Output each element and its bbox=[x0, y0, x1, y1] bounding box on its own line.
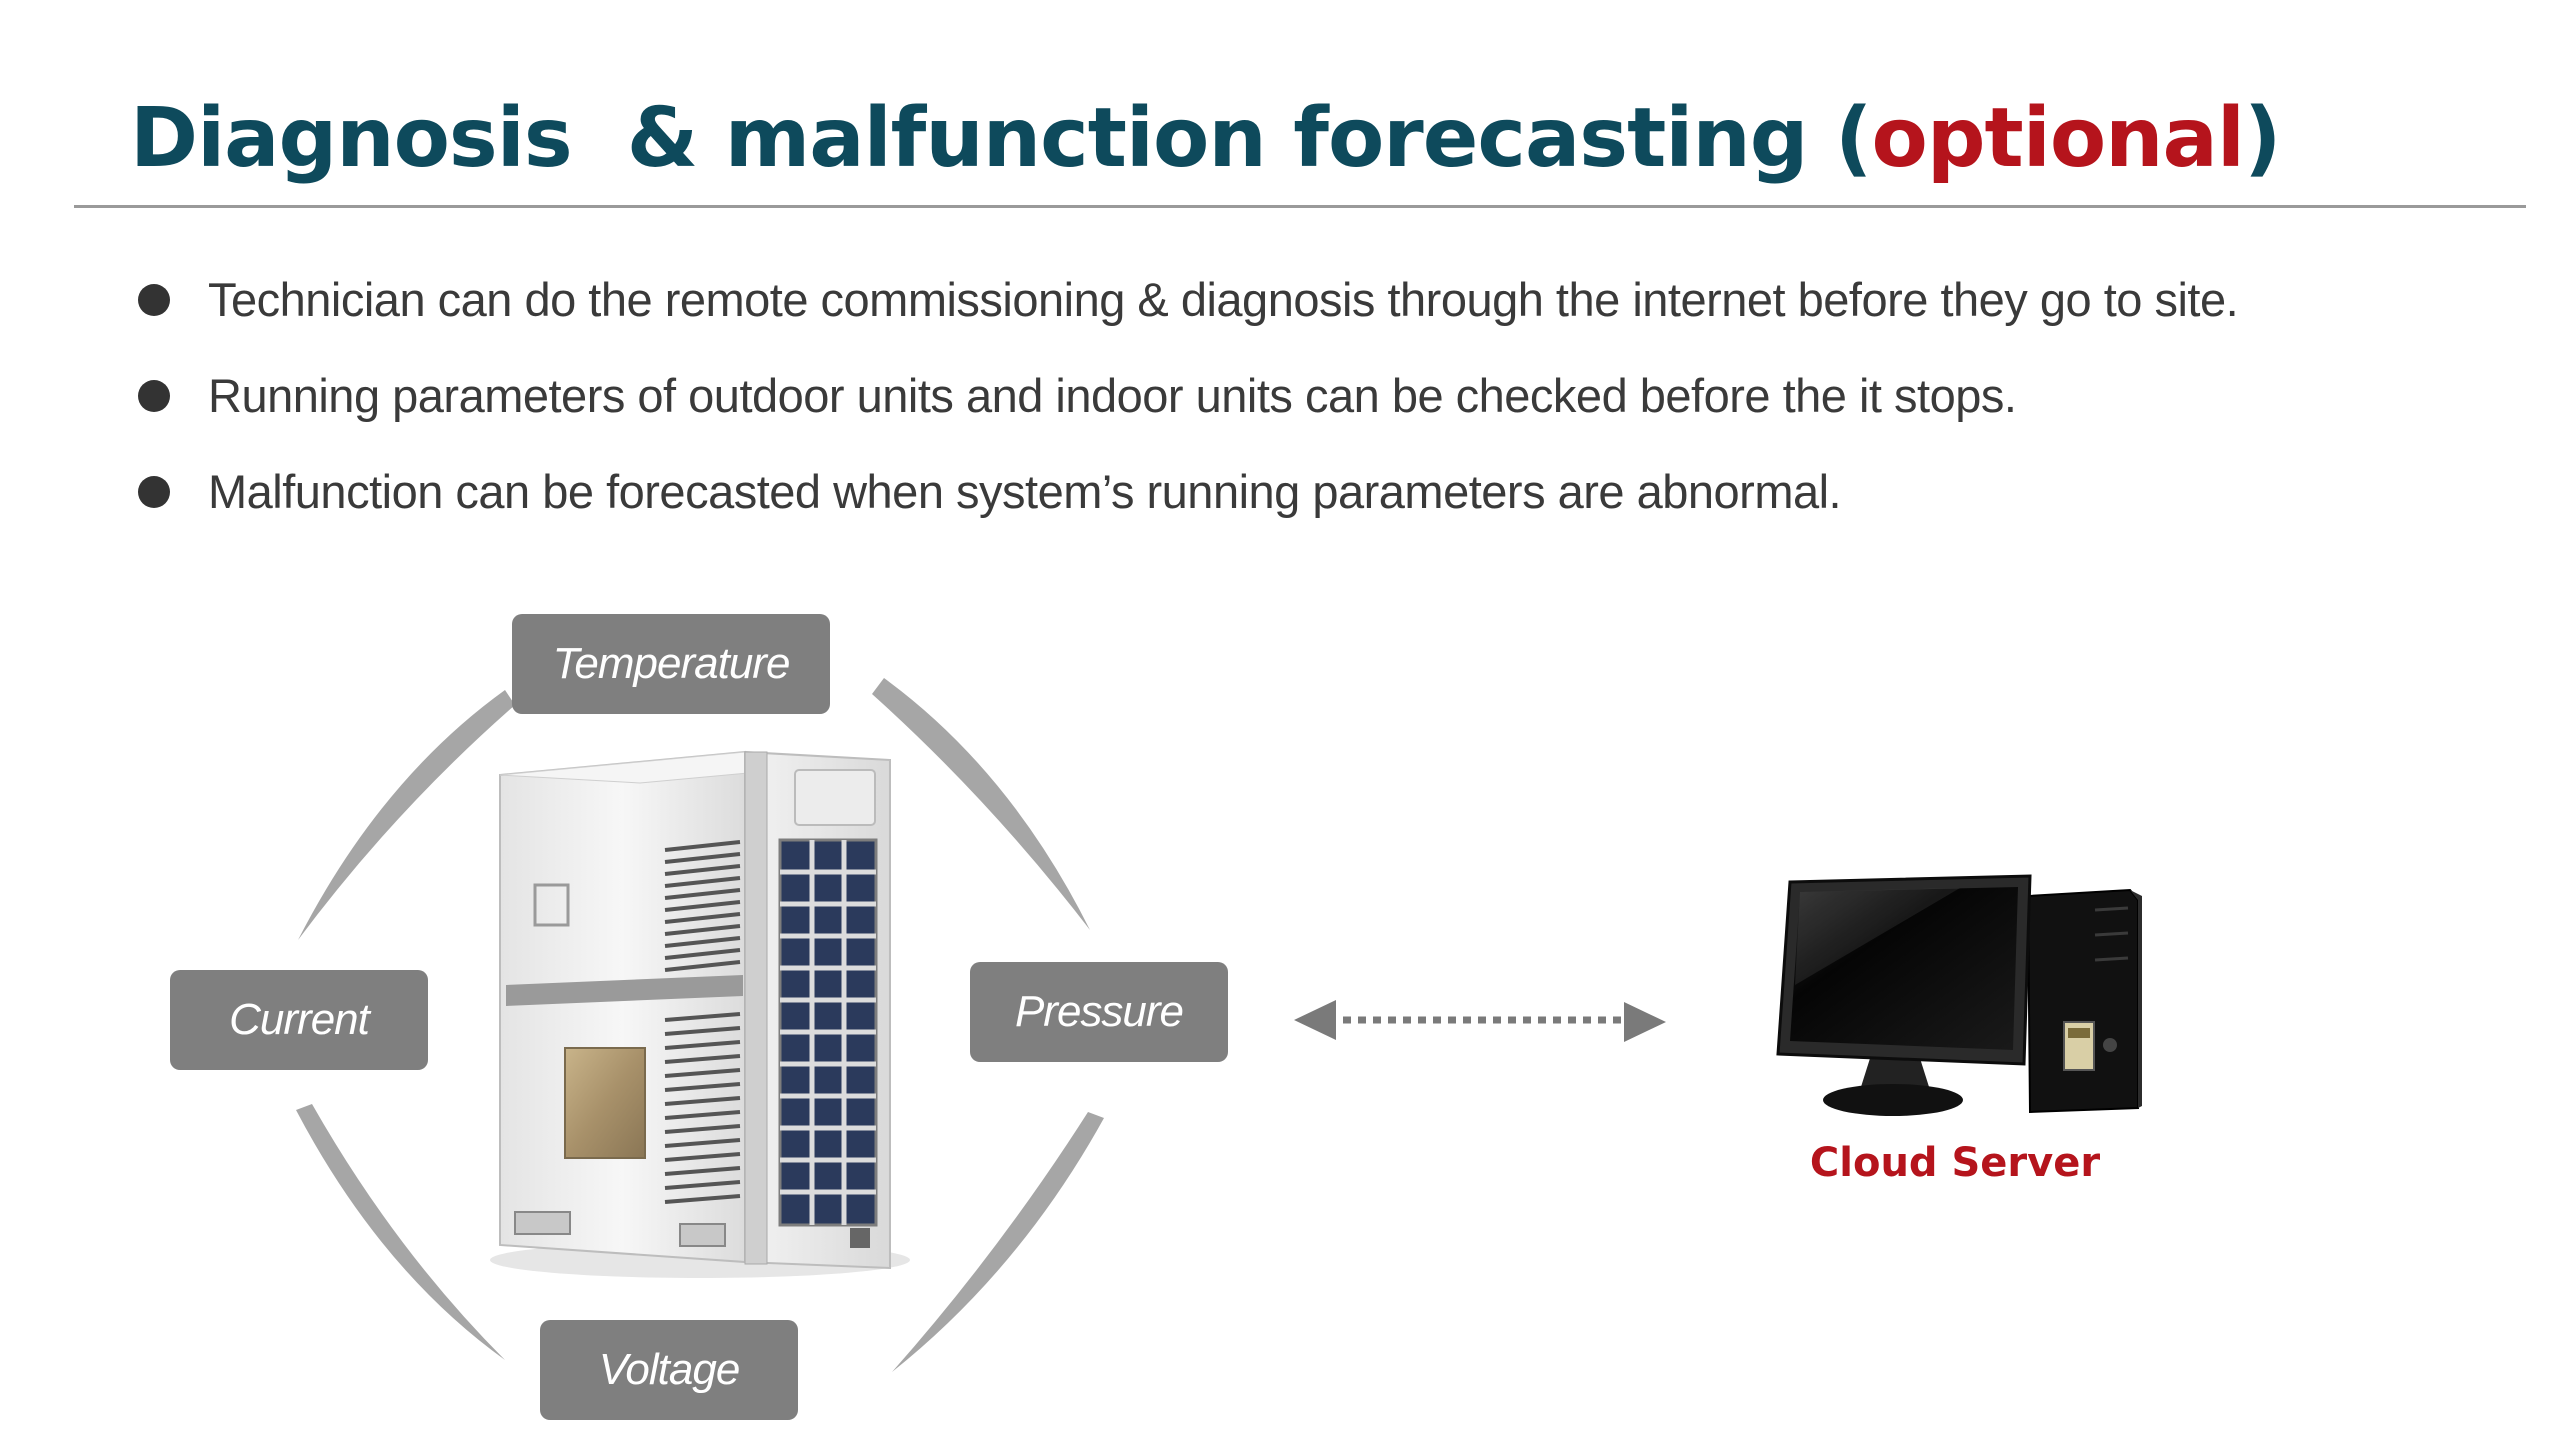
outdoor-unit-image bbox=[490, 750, 910, 1278]
cloud-server-label: Cloud Server bbox=[1809, 1140, 2101, 1186]
title-close: ) bbox=[2244, 91, 2281, 186]
voltage-label: Voltage bbox=[540, 1320, 798, 1420]
bullet-list: Technician can do the remote commissioni… bbox=[138, 268, 2239, 556]
cycle-arcs bbox=[296, 678, 1104, 1372]
desktop-computer-image bbox=[1776, 874, 2142, 1116]
bullet-item: Technician can do the remote commissioni… bbox=[138, 268, 2239, 364]
arc-bottom-right bbox=[892, 1112, 1104, 1372]
bullet-dot-icon bbox=[138, 380, 170, 412]
arc-bottom-left bbox=[296, 1104, 505, 1360]
bullet-item: Running parameters of outdoor units and … bbox=[138, 364, 2238, 460]
bullet-dot-icon bbox=[138, 284, 170, 316]
title-accent: optional bbox=[1871, 91, 2245, 186]
bullet-text: Malfunction can be forecasted when syste… bbox=[208, 465, 1842, 518]
page-title: Diagnosis & malfunction forecasting (opt… bbox=[130, 84, 2281, 194]
temperature-label: Temperature bbox=[512, 614, 830, 714]
pressure-label: Pressure bbox=[970, 962, 1228, 1062]
bullet-text: Running parameters of outdoor units and … bbox=[208, 369, 2017, 422]
bullet-dot-icon bbox=[138, 476, 170, 508]
link-double-arrow-icon bbox=[1294, 1000, 1666, 1042]
bullet-text: Technician can do the remote commissioni… bbox=[208, 273, 2239, 326]
current-label: Current bbox=[170, 970, 428, 1070]
arc-top-right bbox=[872, 678, 1090, 930]
bullet-item: Malfunction can be forecasted when syste… bbox=[138, 460, 2238, 556]
title-divider bbox=[74, 205, 2526, 208]
arc-top-left bbox=[298, 690, 515, 940]
title-main: Diagnosis & malfunction forecasting ( bbox=[130, 91, 1872, 186]
